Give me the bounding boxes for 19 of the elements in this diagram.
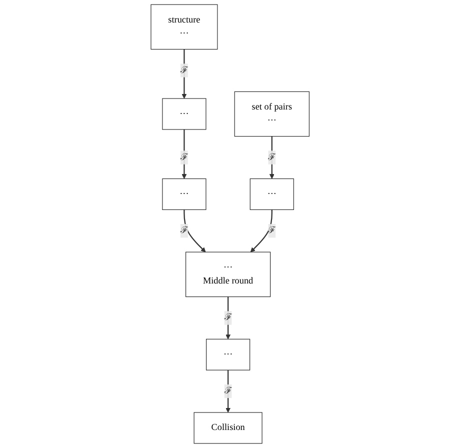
node-box: ··· (162, 98, 207, 130)
edge-label: ℱ (180, 226, 188, 236)
node-box: ··· Middle round (186, 252, 272, 298)
edge-label: ℱ (180, 152, 188, 162)
node-box: ··· (250, 178, 294, 210)
node-box: ··· (162, 178, 207, 210)
node-box: structure ··· (151, 4, 218, 50)
edge-label: ℱ (224, 312, 232, 323)
arrow (182, 129, 188, 179)
edge-label: ℱ (268, 226, 276, 236)
edge-label: ℱ (180, 65, 188, 76)
arrow (182, 49, 188, 99)
edge-label: ℱ (224, 386, 232, 396)
arrow (250, 210, 273, 252)
node-box: set of pairs ··· (234, 91, 310, 137)
edge-label: ℱ (268, 152, 276, 162)
node-box: ··· (206, 338, 251, 370)
node-box: Collision (194, 412, 263, 444)
arrow (184, 210, 206, 252)
